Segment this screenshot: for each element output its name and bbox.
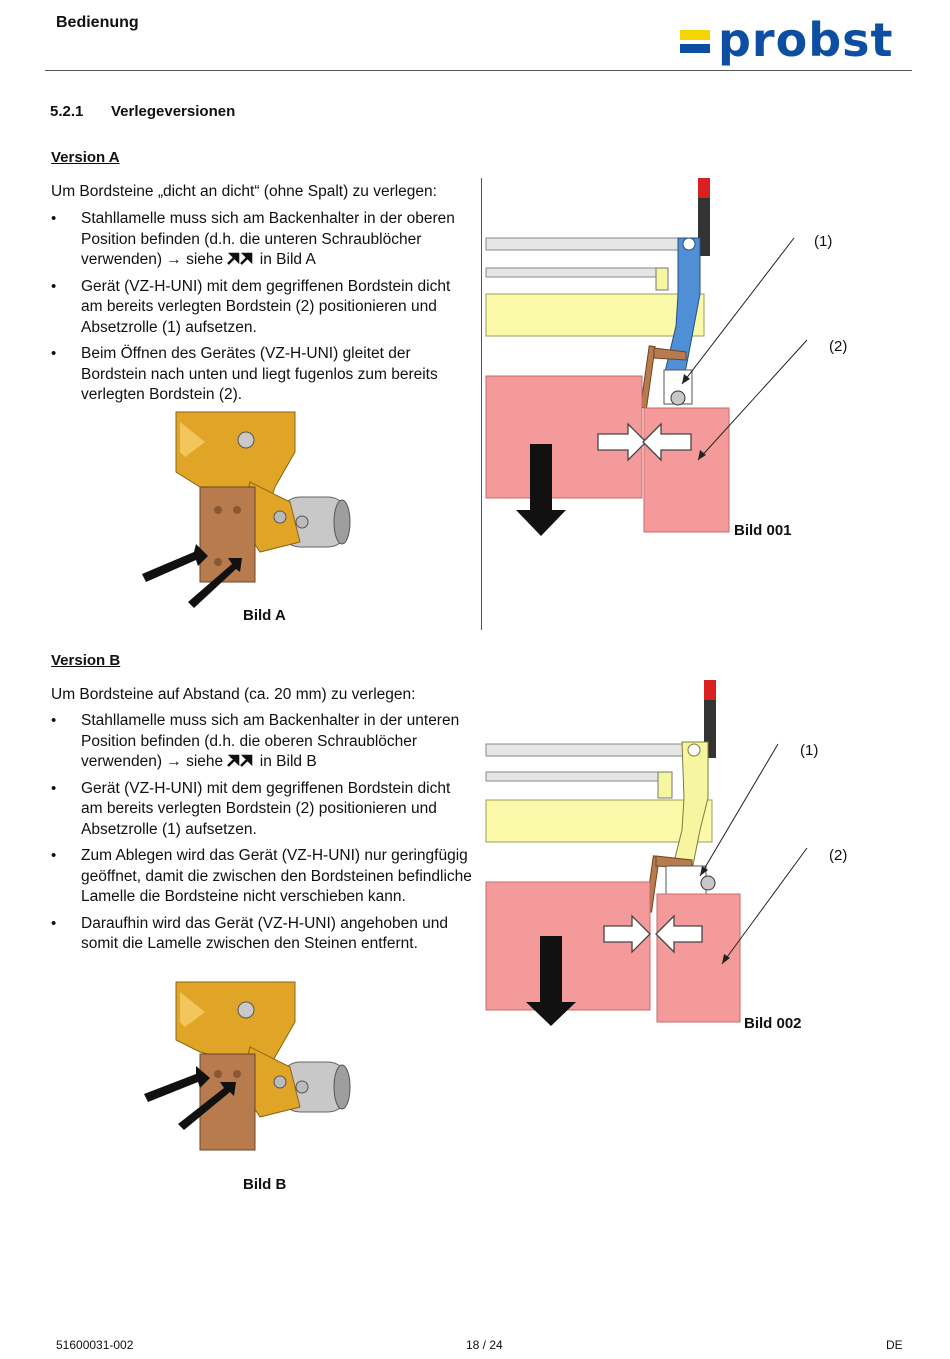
probst-logo: probst <box>680 13 912 68</box>
callout-2: (2) <box>829 847 848 864</box>
version-b-bullets: Stahllamelle muss sich am Backenhalter i… <box>51 711 476 961</box>
section-number: 5.2.1 <box>50 103 84 120</box>
double-arrow-icon <box>227 754 253 767</box>
callout-1: (1) <box>800 742 819 759</box>
version-b-intro: Um Bordsteine auf Abstand (ca. 20 mm) zu… <box>51 686 416 703</box>
callout-1: (1) <box>814 233 833 250</box>
callout-2: (2) <box>829 338 848 355</box>
bild-a-illustration <box>142 411 351 608</box>
bild-002-caption: Bild 002 <box>744 1015 802 1032</box>
bild-002-figure <box>485 680 808 1026</box>
version-b-heading: Version B <box>51 652 121 669</box>
svg-text:probst: probst <box>718 13 894 67</box>
version-a-intro: Um Bordsteine „dicht an dicht“ (ohne Spa… <box>51 183 437 200</box>
list-item: Daraufhin wird das Gerät (VZ-H-UNI) ange… <box>51 914 476 955</box>
section-title: Verlegeversionen <box>111 103 236 120</box>
bild-b-caption: Bild B <box>243 1176 287 1193</box>
column-divider <box>481 178 482 630</box>
bild-a-caption: Bild A <box>243 607 286 624</box>
bild-001-figure <box>485 178 808 536</box>
list-item: Stahllamelle muss sich am Backenhalter i… <box>51 209 476 271</box>
footer-doc-number: 51600031-002 <box>56 1338 134 1352</box>
list-item: Gerät (VZ-H-UNI) mit dem gegriffenen Bor… <box>51 277 476 339</box>
double-arrow-icon <box>227 252 253 265</box>
footer-language: DE <box>886 1338 903 1352</box>
bild-001-caption: Bild 001 <box>734 522 792 539</box>
footer-page-number: 18 / 24 <box>466 1338 503 1352</box>
header-rule <box>45 70 912 71</box>
list-item: Gerät (VZ-H-UNI) mit dem gegriffenen Bor… <box>51 779 476 841</box>
version-a-heading: Version A <box>51 149 120 166</box>
list-item: Beim Öffnen des Gerätes (VZ-H-UNI) gleit… <box>51 344 476 406</box>
list-item: Stahllamelle muss sich am Backenhalter i… <box>51 711 476 773</box>
bild-b-illustration <box>144 981 351 1151</box>
header-title: Bedienung <box>56 14 139 31</box>
list-item: Zum Ablegen wird das Gerät (VZ-H-UNI) nu… <box>51 846 476 908</box>
version-a-bullets: Stahllamelle muss sich am Backenhalter i… <box>51 209 476 412</box>
